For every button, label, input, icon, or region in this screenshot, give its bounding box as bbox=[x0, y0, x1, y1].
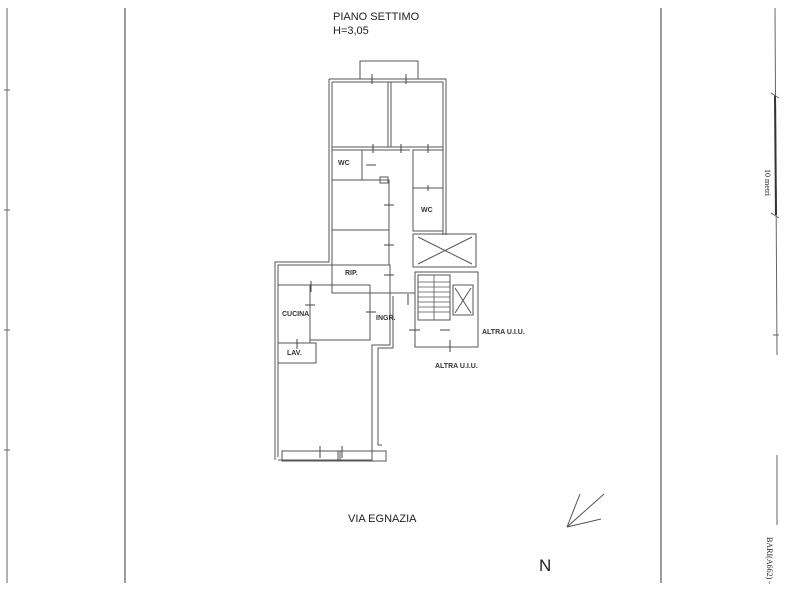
building-walls bbox=[274, 60, 479, 462]
label-altra-uiu-below: ALTRA U.I.U. bbox=[435, 363, 478, 370]
north-arrow-icon bbox=[566, 493, 605, 528]
north-label: N bbox=[539, 556, 552, 575]
room-label-lavanderia: LAV. bbox=[287, 350, 302, 357]
room-label-wc-right: WC bbox=[421, 207, 433, 214]
street-name: VIA EGNAZIA bbox=[348, 513, 417, 525]
floor-label: PIANO SETTIMO bbox=[333, 11, 420, 23]
floor-title: PIANO SETTIMO H=3,05 bbox=[333, 10, 419, 38]
room-label-wc-upper: WC bbox=[338, 160, 350, 167]
label-altra-uiu-right: ALTRA U.I.U. bbox=[482, 329, 525, 336]
scale-label: 10 metri bbox=[762, 169, 772, 196]
room-label-ripostiglio: RIP. bbox=[345, 270, 358, 277]
municipality-code: BARI(A662) - bbox=[764, 537, 774, 584]
room-label-ingresso: INGR. bbox=[376, 315, 396, 322]
room-label-cucina: CUCINA bbox=[282, 311, 310, 318]
height-label: H=3,05 bbox=[333, 25, 369, 37]
